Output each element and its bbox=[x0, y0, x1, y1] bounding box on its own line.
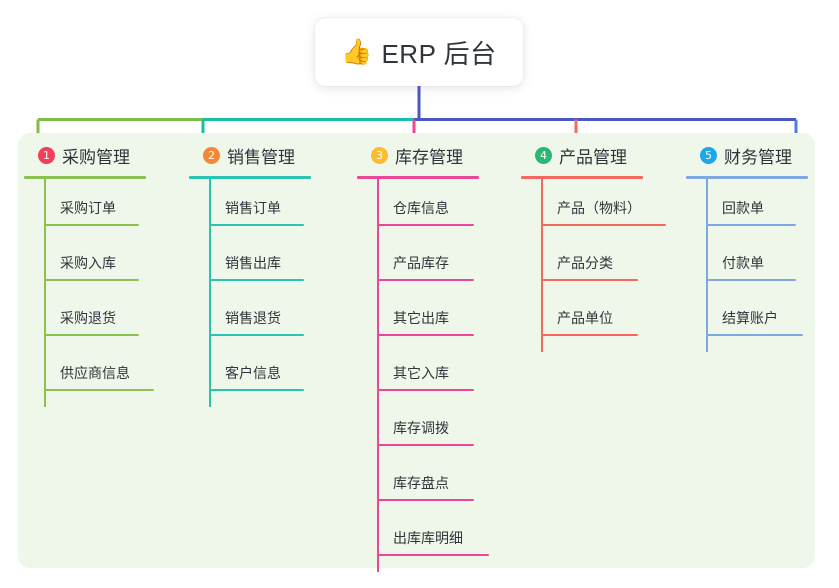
branch-badge-3: 3 bbox=[371, 146, 388, 164]
branch-badge-4: 4 bbox=[535, 146, 552, 164]
menu-item-rule bbox=[377, 554, 489, 556]
menu-item-rule bbox=[377, 334, 474, 336]
menu-item-label: 销售订单 bbox=[225, 200, 281, 216]
branch-spine-4 bbox=[541, 179, 543, 352]
branch-badge-2: 2 bbox=[203, 146, 220, 164]
branch-badge-1: 1 bbox=[38, 146, 55, 164]
branch-column-1: 1 采购管理采购订单采购入库采购退货供应商信息 bbox=[24, 142, 154, 407]
thumbs-up-icon: 👍 bbox=[341, 37, 373, 66]
menu-item-rule bbox=[377, 224, 474, 226]
menu-item-rule bbox=[377, 279, 474, 281]
menu-item-label: 采购订单 bbox=[60, 200, 116, 216]
branch-header-2[interactable]: 2 销售管理 bbox=[189, 142, 295, 168]
root-node-card[interactable]: 👍 ERP 后台 bbox=[315, 18, 523, 86]
branch-title-1: 采购管理 bbox=[62, 147, 130, 167]
branch-title-2: 销售管理 bbox=[227, 147, 295, 167]
menu-item-label: 结算账户 bbox=[722, 310, 778, 326]
menu-item-rule bbox=[209, 224, 304, 226]
menu-item-rule bbox=[706, 334, 803, 336]
menu-item-rule bbox=[44, 279, 139, 281]
menu-item-rule bbox=[377, 499, 474, 501]
menu-item-rule bbox=[541, 279, 638, 281]
menu-item-label: 库存盘点 bbox=[393, 475, 449, 491]
menu-item-label: 产品库存 bbox=[393, 255, 449, 271]
branch-title-4: 产品管理 bbox=[559, 147, 627, 167]
menu-item-label: 采购入库 bbox=[60, 255, 116, 271]
menu-item-label: 产品分类 bbox=[557, 255, 613, 271]
branch-header-4[interactable]: 4 产品管理 bbox=[521, 142, 627, 168]
branch-spine-5 bbox=[706, 179, 708, 352]
branch-column-4: 4 产品管理产品（物料） 产品分类产品单位 bbox=[521, 142, 666, 352]
menu-item-label: 产品单位 bbox=[557, 310, 613, 326]
menu-item-label: 其它出库 bbox=[393, 310, 449, 326]
menu-item-label: 销售退货 bbox=[225, 310, 281, 326]
branch-header-rule-5 bbox=[686, 176, 808, 179]
branch-column-3: 3 库存管理仓库信息产品库存其它出库其它入库库存调拨库存盘点出库库明细 bbox=[357, 142, 489, 572]
menu-item-label: 产品（物料） bbox=[557, 200, 641, 216]
branch-header-rule-2 bbox=[189, 176, 311, 179]
menu-item-rule bbox=[377, 444, 474, 446]
menu-item-rule bbox=[209, 334, 304, 336]
root-node-title: ERP 后台 bbox=[381, 38, 497, 69]
menu-item-label: 销售出库 bbox=[225, 255, 281, 271]
menu-item-rule bbox=[44, 224, 139, 226]
branch-title-3: 库存管理 bbox=[395, 147, 463, 167]
branch-header-3[interactable]: 3 库存管理 bbox=[357, 142, 463, 168]
menu-item-label: 客户信息 bbox=[225, 365, 281, 381]
branch-column-5: 5 财务管理回款单付款单结算账户 bbox=[686, 142, 808, 352]
menu-item-rule bbox=[706, 279, 796, 281]
menu-item-rule bbox=[209, 279, 304, 281]
branch-spine-1 bbox=[44, 179, 46, 407]
branch-spine-2 bbox=[209, 179, 211, 407]
branch-header-rule-4 bbox=[521, 176, 643, 179]
branch-header-rule-1 bbox=[24, 176, 146, 179]
menu-item-rule bbox=[706, 224, 796, 226]
branch-header-1[interactable]: 1 采购管理 bbox=[24, 142, 130, 168]
menu-item-label: 回款单 bbox=[722, 200, 764, 216]
content-panel bbox=[18, 133, 815, 568]
menu-item-label: 出库库明细 bbox=[393, 530, 463, 546]
menu-item-label: 库存调拨 bbox=[393, 420, 449, 436]
menu-item-rule bbox=[44, 334, 139, 336]
menu-item-label: 采购退货 bbox=[60, 310, 116, 326]
branch-header-5[interactable]: 5 财务管理 bbox=[686, 142, 792, 168]
menu-item-rule bbox=[209, 389, 304, 391]
menu-item-label: 其它入库 bbox=[393, 365, 449, 381]
menu-item-rule bbox=[44, 389, 154, 391]
branch-spine-3 bbox=[377, 179, 379, 572]
menu-item-rule bbox=[377, 389, 474, 391]
branch-title-5: 财务管理 bbox=[724, 147, 792, 167]
branch-badge-5: 5 bbox=[700, 146, 717, 164]
menu-item-label: 付款单 bbox=[722, 255, 764, 271]
menu-item-rule bbox=[541, 334, 638, 336]
branch-header-rule-3 bbox=[357, 176, 479, 179]
menu-item-label: 供应商信息 bbox=[60, 365, 130, 381]
branch-column-2: 2 销售管理销售订单销售出库销售退货客户信息 bbox=[189, 142, 311, 407]
menu-item-rule bbox=[541, 224, 666, 226]
menu-item-label: 仓库信息 bbox=[393, 200, 449, 216]
